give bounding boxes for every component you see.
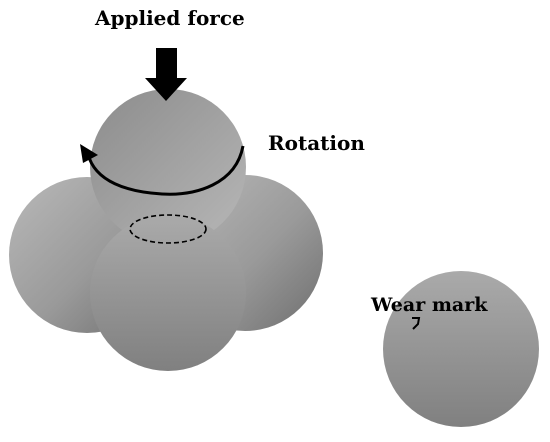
contact-ring <box>129 214 207 244</box>
wear-mark-label: Wear mark <box>371 294 488 316</box>
curved-arrow-icon <box>86 145 245 196</box>
down-arrow-icon <box>145 48 187 101</box>
top-ball <box>90 89 246 245</box>
bottom-ball-front <box>90 215 246 371</box>
worn-ball <box>383 271 539 427</box>
rotation-arrowhead <box>80 144 98 163</box>
rotation-label: Rotation <box>268 131 365 155</box>
wear-mark <box>412 317 421 330</box>
applied-force-label: Applied force <box>95 6 245 30</box>
